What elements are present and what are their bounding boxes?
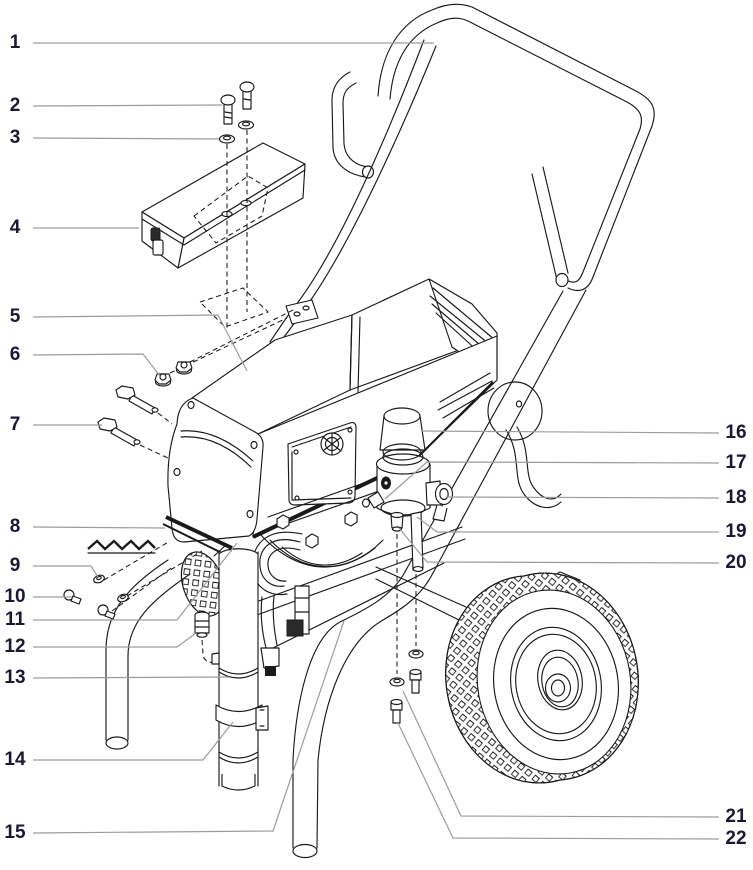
leader-line-12 <box>33 633 196 647</box>
leader-line-9 <box>33 566 98 577</box>
rail-mount-tab <box>170 288 318 373</box>
leader-line-19 <box>417 517 719 532</box>
deflector-bracket-illustration <box>88 517 232 556</box>
callout-label-13: 13 <box>4 667 26 688</box>
leader-line-21 <box>403 691 719 817</box>
leader-line-17 <box>385 462 719 499</box>
leader-line-8 <box>33 527 165 528</box>
mount-screw-icon <box>64 541 202 619</box>
leader-line-18 <box>446 497 719 498</box>
motor-shroud-illustration <box>168 279 497 542</box>
callout-label-7: 7 <box>9 414 21 435</box>
nut-icon <box>155 362 192 386</box>
toolbox-washer-icon <box>220 121 254 330</box>
callout-label-14: 14 <box>4 749 26 770</box>
callout-label-22: 22 <box>725 828 747 849</box>
callout-label-5: 5 <box>9 306 21 327</box>
leader-line-3 <box>33 138 219 139</box>
callout-label-21: 21 <box>725 806 747 827</box>
leader-line-22 <box>398 723 719 839</box>
callout-label-9: 9 <box>9 555 21 576</box>
leader-line-5 <box>33 315 247 371</box>
callout-label-1: 1 <box>9 32 21 53</box>
filter-assembly-illustration <box>363 408 453 674</box>
callout-label-11: 11 <box>4 609 26 630</box>
callout-label-8: 8 <box>9 516 21 537</box>
leader-line-13 <box>33 677 229 678</box>
shroud-bolt-icon <box>98 386 172 459</box>
suction-tube-illustration <box>212 549 268 790</box>
leader-line-11 <box>33 543 237 620</box>
callout-leader-lines <box>33 43 719 839</box>
callout-label-18: 18 <box>725 487 747 508</box>
cart-screw-icon <box>390 650 423 723</box>
leader-line-16 <box>421 431 719 433</box>
wheel-illustration <box>446 573 639 783</box>
callout-label-4: 4 <box>9 217 21 238</box>
pressure-control-panel <box>288 423 356 505</box>
callout-label-2: 2 <box>9 95 21 116</box>
callout-label-6: 6 <box>9 344 21 365</box>
toolbox-illustration <box>142 143 305 268</box>
callout-label-3: 3 <box>9 127 21 148</box>
callout-label-17: 17 <box>725 452 747 473</box>
callout-label-10: 10 <box>4 586 26 607</box>
leader-line-2 <box>33 105 222 106</box>
callout-label-12: 12 <box>4 636 26 657</box>
callout-label-20: 20 <box>725 552 747 573</box>
leader-line-20 <box>399 528 719 563</box>
leader-line-6 <box>33 354 160 376</box>
callout-label-19: 19 <box>725 521 747 542</box>
callout-label-16: 16 <box>725 422 747 443</box>
leader-line-14 <box>33 722 233 760</box>
leader-line-15 <box>33 621 344 833</box>
toolbox-bolt-icon <box>221 82 254 124</box>
hex-bolt-icon <box>277 512 357 548</box>
callout-label-15: 15 <box>4 822 26 843</box>
pump-housing-illustration <box>253 473 396 676</box>
